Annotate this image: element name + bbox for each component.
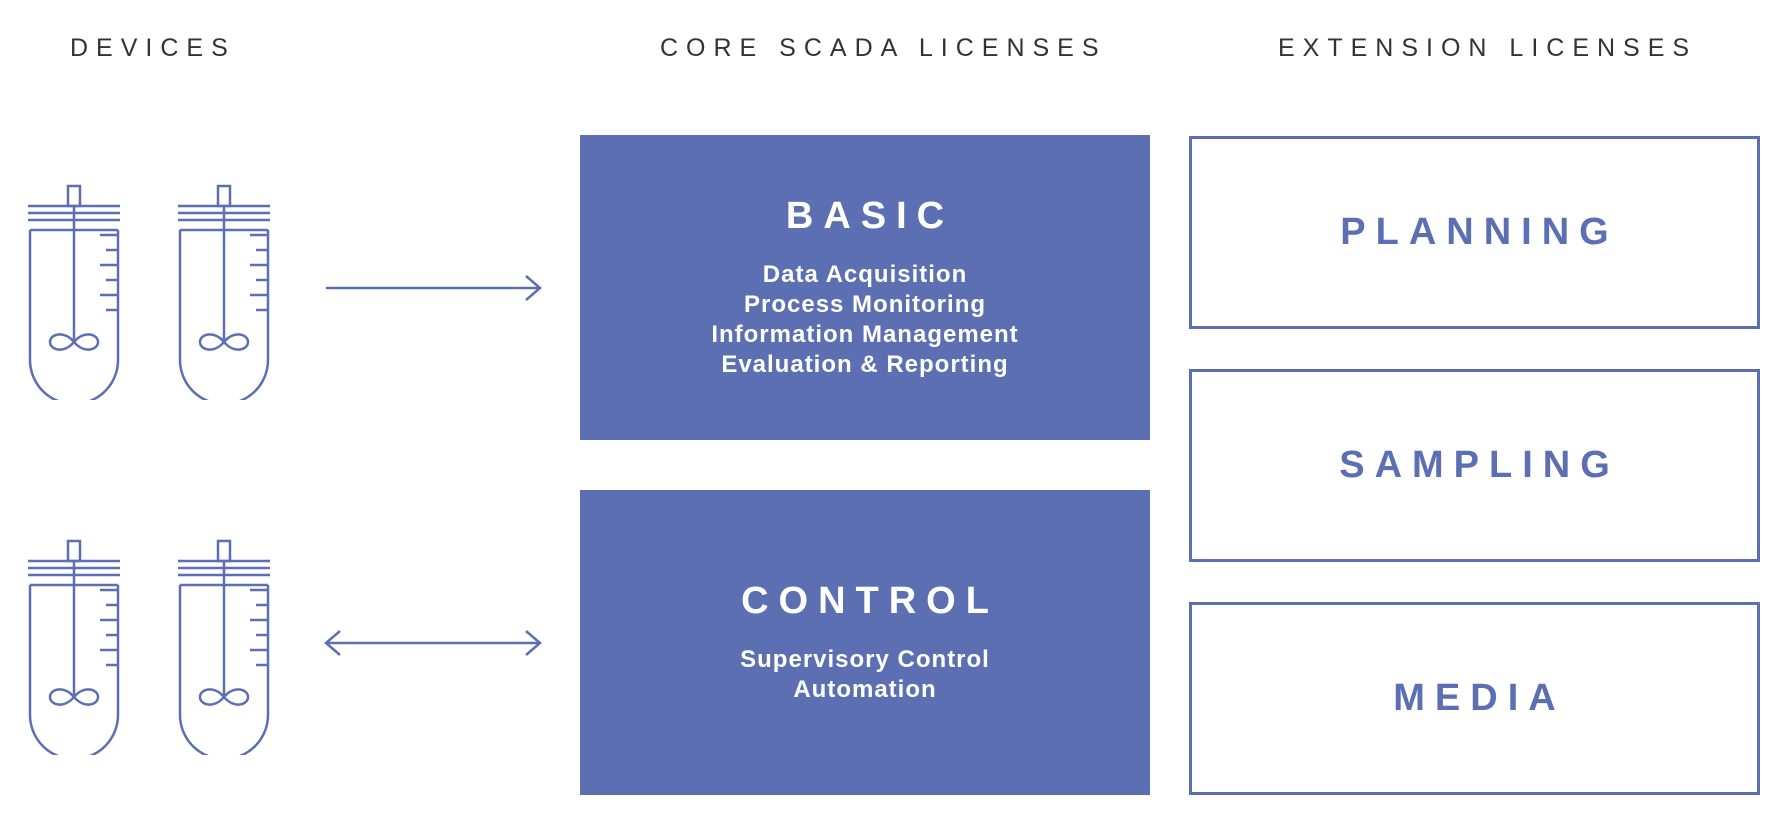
basic-feature: Process Monitoring [743, 291, 987, 318]
bioreactor-vessel-icon [170, 180, 300, 400]
bioreactor-vessel-icon [20, 180, 150, 400]
extension-licenses-heading: EXTENSION LICENSES [1278, 34, 1698, 62]
control-feature: Automation [793, 676, 937, 703]
control-license-title: CONTROL [741, 580, 999, 622]
basic-feature: Information Management [711, 321, 1019, 348]
basic-license-box: BASIC Data Acquisition Process Monitorin… [580, 135, 1150, 440]
planning-license-box: PLANNING [1189, 136, 1760, 329]
basic-license-title: BASIC [785, 195, 955, 237]
right-arrow-icon [320, 268, 550, 308]
sampling-license-label: SAMPLING [1339, 444, 1620, 486]
planning-license-label: PLANNING [1340, 211, 1619, 253]
core-licenses-heading: CORE SCADA LICENSES [660, 34, 1107, 62]
double-arrow-icon [320, 623, 550, 663]
devices-heading: DEVICES [70, 34, 236, 62]
bioreactor-vessel-icon [170, 535, 300, 755]
media-license-box: MEDIA [1189, 602, 1760, 795]
bioreactor-vessel-icon [20, 535, 150, 755]
basic-feature: Evaluation & Reporting [721, 351, 1009, 378]
media-license-label: MEDIA [1393, 677, 1566, 719]
control-feature: Supervisory Control [740, 646, 990, 673]
basic-feature: Data Acquisition [762, 261, 968, 288]
sampling-license-box: SAMPLING [1189, 369, 1760, 562]
control-license-box: CONTROL Supervisory Control Automation [580, 490, 1150, 795]
